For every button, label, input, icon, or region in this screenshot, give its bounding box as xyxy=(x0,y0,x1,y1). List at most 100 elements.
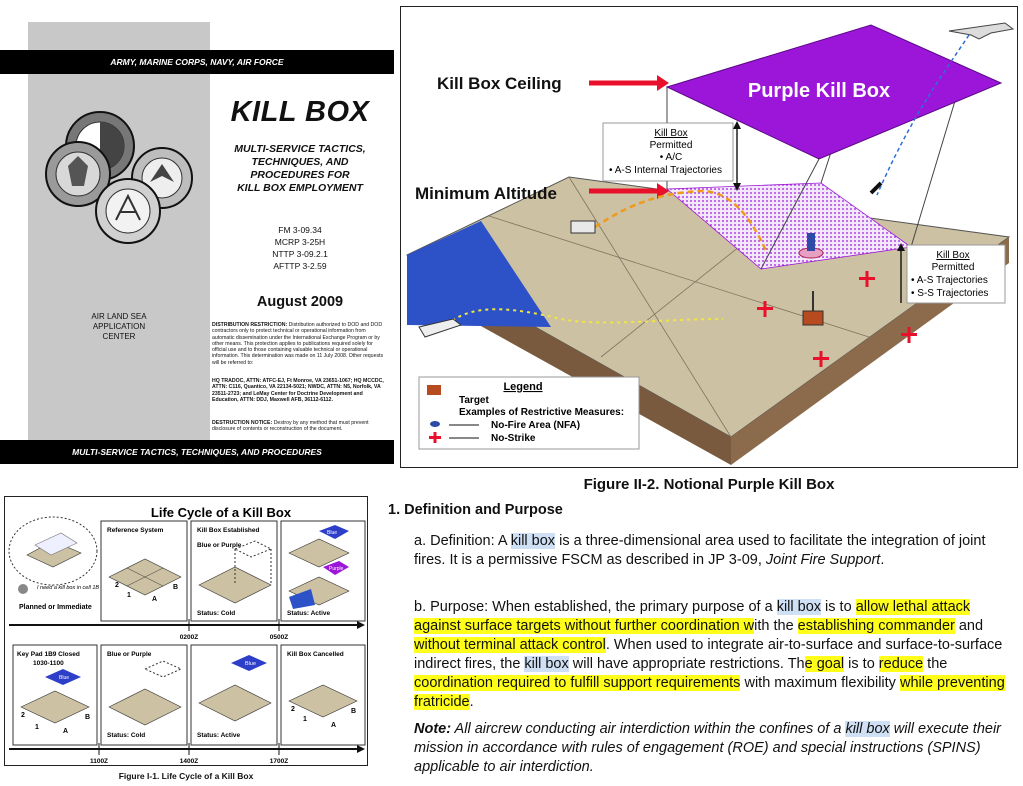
highlighted-text: coordination required to fulfill support… xyxy=(414,675,741,691)
grid-letter: A xyxy=(152,596,157,603)
subtitle-line: PROCEDURES FOR xyxy=(250,169,350,181)
subtitle-line: MULTI-SERVICE TACTICS, xyxy=(234,143,366,155)
grid-letter: A xyxy=(331,722,336,729)
box2-line: • A-S Trajectories xyxy=(911,275,988,286)
bomb-icon xyxy=(869,181,883,195)
text-run: with maximum flexibility xyxy=(740,675,900,691)
status-label: Status: Cold xyxy=(107,732,145,739)
highlighted-text: without terminal attack control xyxy=(414,637,606,653)
no-strike-markers xyxy=(757,271,917,367)
grid-number: 2 xyxy=(21,712,25,719)
blue-box-label: Blue xyxy=(327,530,337,536)
panel-label: Blue or Purple xyxy=(197,542,242,549)
pub-number: AFTTP 3-2.59 xyxy=(273,261,327,271)
lifecycle-title: Life Cycle of a Kill Box xyxy=(151,505,292,520)
pub-number: FM 3-09.34 xyxy=(278,225,322,235)
highlighted-text: reduce xyxy=(878,656,924,672)
cover-subtitle: MULTI-SERVICE TACTICS, TECHNIQUES, AND P… xyxy=(212,143,388,195)
blue-box-label: Blue xyxy=(59,675,69,681)
kill-box-ceiling xyxy=(665,24,1003,160)
panel-label: Kill Box Established xyxy=(197,527,260,534)
text-run: will execute their mission in accordance… xyxy=(414,721,1001,775)
grid-letter: A xyxy=(63,728,68,735)
legend-no-strike: No-Strike xyxy=(491,433,536,444)
kill-box-term: kill box xyxy=(776,599,822,615)
purple-kill-box-label: Purple Kill Box xyxy=(748,80,890,102)
center-line: CENTER xyxy=(102,332,136,341)
box2-line: • S-S Trajectories xyxy=(911,288,988,299)
center-line: AIR LAND SEA xyxy=(91,312,147,321)
note-paragraph: Note: All aircrew conducting air interdi… xyxy=(414,720,1020,777)
box2-line: Permitted xyxy=(932,262,975,273)
cover-bottom-bar: MULTI-SERVICE TACTICS, TECHNIQUES, AND P… xyxy=(0,440,394,464)
cover-date: August 2009 xyxy=(256,294,344,310)
target-icon xyxy=(802,310,824,326)
kill-box-term: kill box xyxy=(845,721,890,737)
status-label: Status: Active xyxy=(197,732,240,739)
grid-number: 1 xyxy=(35,724,39,731)
fighter-jet-icon xyxy=(948,22,1015,40)
min-altitude-label: Minimum Altitude xyxy=(415,184,557,203)
artillery-icon xyxy=(570,220,596,234)
life-cycle-diagram: Life Cycle of a Kill Box I need a kill b… xyxy=(8,505,366,765)
cover-top-bar: ARMY, MARINE CORPS, NAVY, AIR FORCE xyxy=(0,50,394,74)
artillery-trajectory xyxy=(594,189,769,254)
grid-number: 1 xyxy=(303,716,307,723)
manual-cover: ARMY, MARINE CORPS, NAVY, AIR FORCE KILL… xyxy=(0,0,394,466)
text-run: b. Purpose: When established, the primar… xyxy=(414,599,777,615)
box2-title: Kill Box xyxy=(936,250,969,261)
distribution-label: DISTRIBUTION RESTRICTION: xyxy=(212,322,288,328)
pub-number: MCRP 3-25H xyxy=(274,237,326,247)
text-run: . xyxy=(469,694,474,710)
panel-label: Key Pad 1B9 Closed xyxy=(17,651,80,658)
water-area xyxy=(407,221,551,327)
status-label: Status: Active xyxy=(287,610,330,617)
legend-nfa-icon xyxy=(430,421,440,427)
life-cycle-figure: Life Cycle of a Kill Box I need a kill b… xyxy=(4,496,368,766)
grid-letter: B xyxy=(173,584,178,591)
status-label: Status: Cold xyxy=(197,610,235,617)
purpose-paragraph: b. Purpose: When established, the primar… xyxy=(414,598,1020,712)
text-run: . xyxy=(880,552,885,568)
grid-letter: B xyxy=(351,708,356,715)
time-label: 1700Z xyxy=(270,758,288,765)
kill-box-term: kill box xyxy=(524,656,569,672)
box1-line: • A/C xyxy=(660,152,682,163)
alsa-center: AIR LAND SEA APPLICATION CENTER xyxy=(28,312,210,342)
destruction-notice: DESTRUCTION NOTICE: Destroy by any metho… xyxy=(212,420,388,433)
destruction-label: DESTRUCTION NOTICE: xyxy=(212,420,273,426)
grid-number: 1 xyxy=(127,592,131,599)
kill-box-diagram: Purple Kill Box Kill Box Ceiling Minimum… xyxy=(405,22,1015,465)
panel-label: 1030-1100 xyxy=(33,660,64,667)
figure-legend xyxy=(418,376,640,450)
highlighted-text: establishing commander xyxy=(797,618,955,634)
person-icon xyxy=(807,233,815,251)
subtitle-line: TECHNIQUES, AND xyxy=(251,156,349,168)
planned-immediate-label: Planned or Immediate xyxy=(19,604,92,611)
panel-label: Kill Box Cancelled xyxy=(287,651,344,658)
figure2-caption: Figure II-2. Notional Purple Kill Box xyxy=(583,476,835,493)
grid-letter: B xyxy=(85,714,90,721)
cover-addresses: HQ TRADOC, ATTN: ATFC-EJ, Ft Monroe, VA … xyxy=(212,378,384,403)
legend-examples: Examples of Restrictive Measures: xyxy=(459,407,624,418)
distribution-restriction: DISTRIBUTION RESTRICTION: Distribution a… xyxy=(212,322,388,366)
time-label: 1100Z xyxy=(90,758,108,765)
text-run: is a three-dimensional area used to faci… xyxy=(414,533,986,568)
grid-number: 2 xyxy=(291,706,295,713)
destruction-text: Destroy by any method that must prevent … xyxy=(212,420,369,433)
kill-box-term: kill box xyxy=(510,533,556,549)
box1-title: Kill Box xyxy=(654,128,687,139)
grid-number: 2 xyxy=(115,582,119,589)
text-run: . When used to integrate air-to-surface … xyxy=(414,637,1003,672)
blue-box-label: Blue xyxy=(245,661,256,667)
text-run: a. Definition: A xyxy=(414,533,511,549)
text-run: is to xyxy=(844,656,879,672)
request-bubble-text: I need a kill box in cell 1B from 0200-1… xyxy=(37,585,143,591)
publication-title: Joint Fire Support xyxy=(765,552,881,568)
panel-keypad-closed xyxy=(12,644,98,746)
lifecycle-caption: Figure I-1. Life Cycle of a Kill Box xyxy=(118,771,254,781)
text-run: is to xyxy=(821,599,856,615)
ceiling-label: Kill Box Ceiling xyxy=(437,74,562,93)
legend-target-icon xyxy=(427,385,441,395)
purple-box-label: Purple xyxy=(329,566,344,572)
